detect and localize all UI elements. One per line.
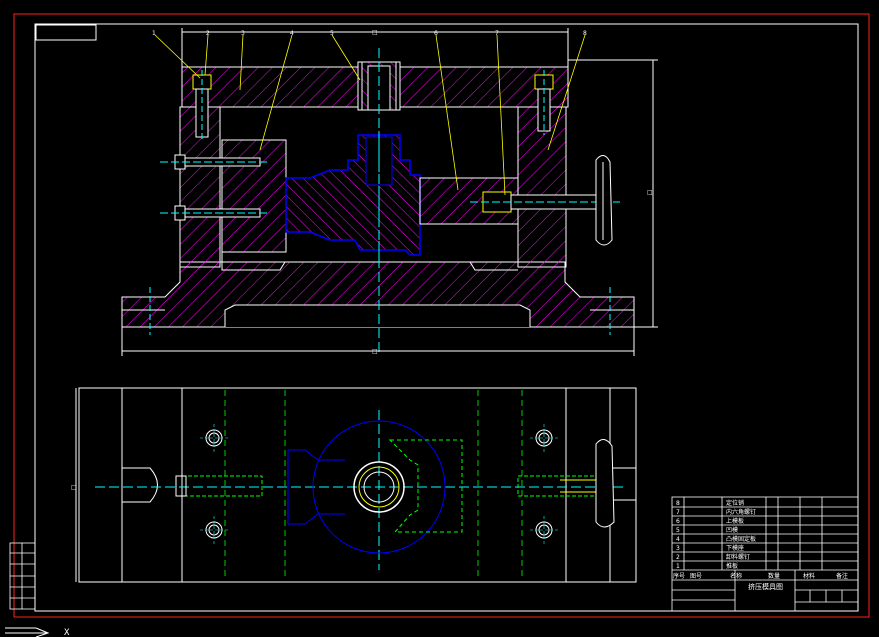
svg-text:下模座: 下模座 xyxy=(726,544,744,552)
workpiece-part xyxy=(285,134,421,256)
svg-text:1: 1 xyxy=(676,563,680,570)
outer-border xyxy=(13,13,870,618)
svg-text:2: 2 xyxy=(676,554,680,561)
title-block xyxy=(671,496,859,612)
plan-center-ring xyxy=(353,461,405,513)
svg-text:推板: 推板 xyxy=(726,562,738,570)
svg-text:上模板: 上模板 xyxy=(726,517,744,525)
svg-text:卸料螺钉: 卸料螺钉 xyxy=(726,553,750,561)
ucs-icon: X xyxy=(5,627,70,637)
svg-text:6: 6 xyxy=(676,518,680,525)
plan-left-bolt xyxy=(175,475,263,497)
front-section-view: □ □ □ 1 2 3 4 5 6 7 8 xyxy=(121,28,658,356)
svg-text:7: 7 xyxy=(676,509,680,516)
svg-text:材料: 材料 xyxy=(803,572,815,580)
svg-text:3: 3 xyxy=(676,545,680,552)
svg-text:8: 8 xyxy=(676,500,680,507)
svg-text:内六角螺钉: 内六角螺钉 xyxy=(726,508,756,516)
plan-right-screw xyxy=(517,475,601,497)
svg-text:凸模固定板: 凸模固定板 xyxy=(726,535,756,543)
svg-text:2: 2 xyxy=(206,30,210,37)
title-block-text: 8 定位销 7 内六角螺钉 6 上模板 5 凹模 4 凸模固定板 3 下模座 2… xyxy=(673,499,848,591)
svg-text:8: 8 xyxy=(583,30,587,37)
balloon-labels: 1 2 3 4 5 6 7 8 xyxy=(152,30,587,37)
right-column xyxy=(517,106,567,268)
dim-plan-height: □ xyxy=(71,484,77,491)
dim-bottom-width: □ xyxy=(372,348,378,355)
svg-text:备注: 备注 xyxy=(836,572,848,580)
leader-lines xyxy=(154,34,586,196)
svg-text:1: 1 xyxy=(152,30,156,37)
left-push-block xyxy=(221,139,287,253)
svg-text:6: 6 xyxy=(434,30,438,37)
plan-handwheel xyxy=(595,439,615,528)
inner-frame xyxy=(34,23,859,612)
svg-text:凹模: 凹模 xyxy=(726,526,738,534)
svg-text:名称: 名称 xyxy=(730,572,742,580)
svg-text:4: 4 xyxy=(290,30,294,37)
revision-table xyxy=(9,542,36,610)
base-slot xyxy=(224,304,531,327)
svg-text:图号: 图号 xyxy=(690,573,702,580)
plan-workpiece-outer xyxy=(312,420,446,554)
handwheel xyxy=(595,155,613,246)
dim-right-height: □ xyxy=(647,189,653,196)
svg-text:4: 4 xyxy=(676,536,680,543)
plan-outline xyxy=(78,387,637,583)
dim-top-width: □ xyxy=(372,29,378,36)
svg-text:5: 5 xyxy=(676,527,680,534)
ucs-x-label: X xyxy=(64,628,70,637)
drawing-title: 挤压模具图 xyxy=(748,582,783,591)
svg-text:序号: 序号 xyxy=(673,572,685,580)
svg-text:5: 5 xyxy=(330,30,334,37)
svg-text:7: 7 xyxy=(495,30,499,37)
svg-text:3: 3 xyxy=(241,30,245,37)
svg-text:定位销: 定位销 xyxy=(726,499,744,507)
svg-text:数量: 数量 xyxy=(768,572,780,580)
plan-view: □ xyxy=(71,387,637,583)
corner-label-box xyxy=(35,24,97,41)
